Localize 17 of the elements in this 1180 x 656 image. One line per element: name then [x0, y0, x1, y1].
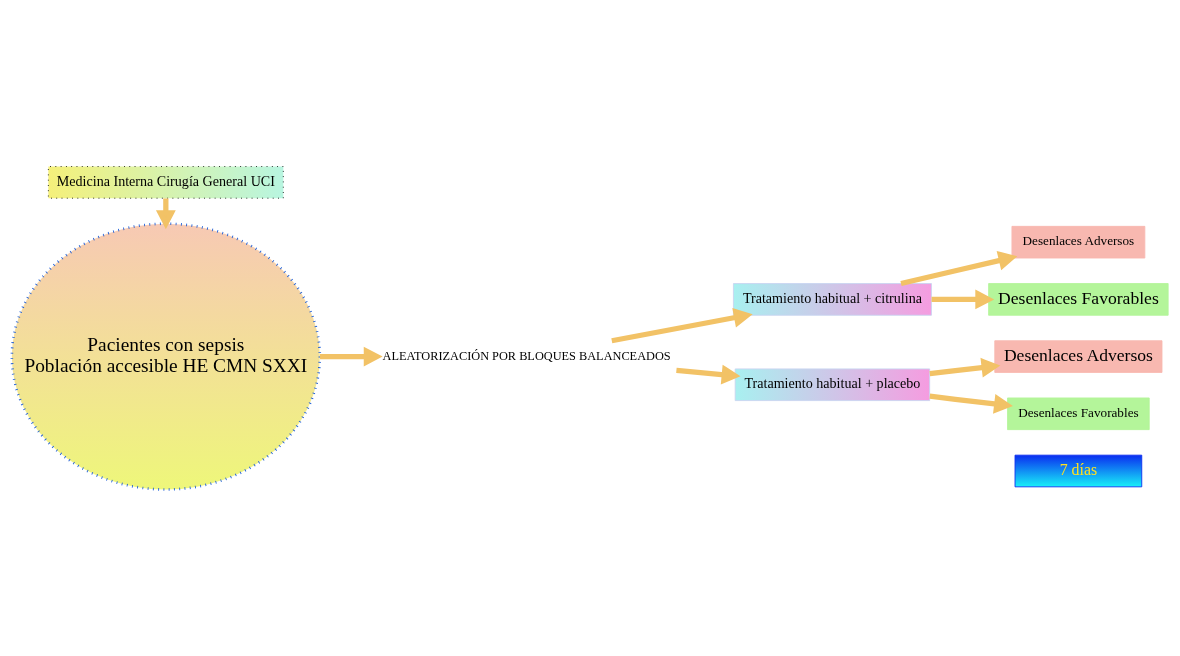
- node-box: Tratamiento habitual + placebo: [734, 368, 931, 402]
- arrow: [931, 289, 995, 310]
- arrow: [320, 346, 383, 367]
- node-box: Desenlaces Adversos: [994, 340, 1163, 373]
- node-box: Desenlaces Adversos: [1011, 225, 1146, 259]
- arrow: [676, 364, 741, 385]
- node-box: Desenlaces Favorables: [988, 283, 1169, 316]
- node-box: Desenlaces Favorables: [1007, 397, 1150, 431]
- arrow: [900, 250, 1018, 287]
- arrow: [929, 393, 1013, 414]
- node-text: ALEATORIZACIÓN POR BLOQUES BALANCEADOS: [382, 348, 671, 363]
- node-box: Tratamiento habitual + citrulina: [733, 283, 932, 316]
- node-box: Medicina Interna Cirugía General UCI: [47, 166, 284, 199]
- node-ellipse: Pacientes con sepsis Población accesible HE CMN SXXI: [10, 222, 322, 491]
- node-box: 7 días: [1014, 454, 1143, 488]
- arrow: [611, 308, 753, 344]
- arrow: [929, 357, 1001, 378]
